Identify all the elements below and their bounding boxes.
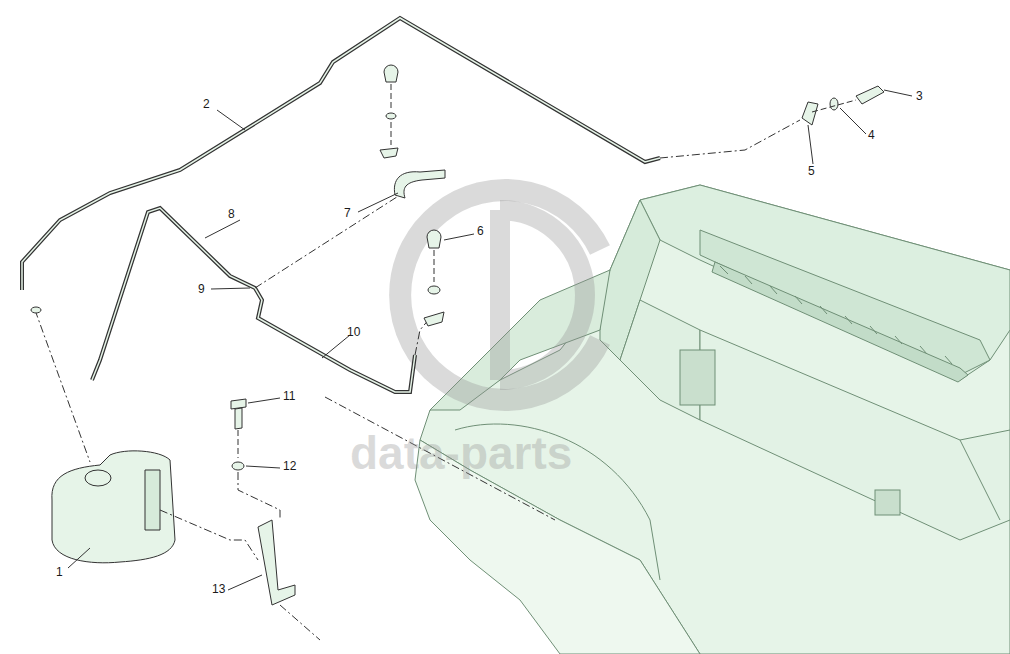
hose-elbow: [394, 170, 445, 198]
callout-number: 4: [868, 128, 875, 142]
rear-nozzle: [802, 86, 884, 125]
callout-number: 11: [283, 389, 295, 403]
cowl-slots: [720, 266, 952, 364]
callout-number: 9: [198, 282, 205, 296]
washer-jet: [380, 65, 398, 158]
callout-number: 13: [212, 582, 225, 596]
washer-tank: [31, 307, 175, 563]
washer-hose: [92, 195, 430, 392]
car-body: [415, 185, 1010, 654]
callout-number: 2: [203, 97, 210, 111]
callout-number: 10: [347, 325, 360, 339]
callout-number: 8: [228, 207, 235, 221]
leader-lines: [68, 90, 912, 590]
callout-number: 6: [477, 224, 484, 238]
callout-number: 3: [916, 89, 923, 103]
callout-number: 1: [56, 565, 63, 579]
washer-jet: [424, 230, 444, 326]
callout-number: 12: [283, 459, 296, 473]
callout-number: 7: [344, 206, 351, 220]
watermark: data-parts: [350, 428, 572, 478]
callout-number: 5: [808, 164, 815, 178]
washer-hose: [22, 18, 800, 290]
logo-watermark: [400, 190, 600, 400]
